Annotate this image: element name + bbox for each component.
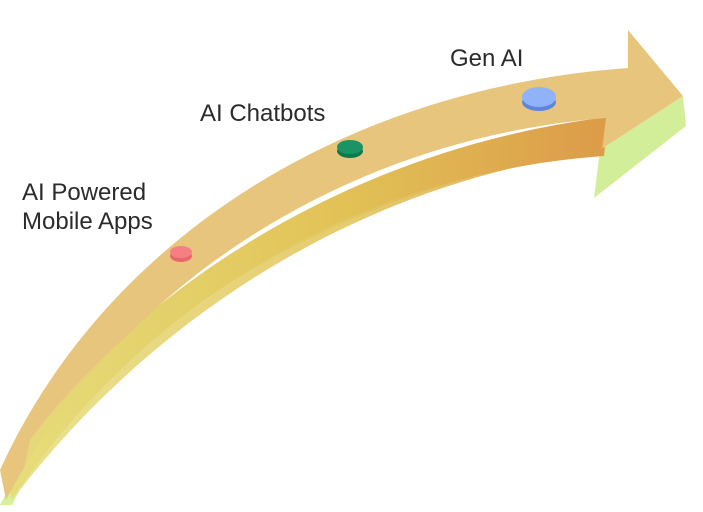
label-line-2: Mobile Apps xyxy=(22,208,153,235)
arrow-head-side-face xyxy=(594,96,686,198)
label-line-1: AI Powered xyxy=(22,179,147,206)
label-gen-ai: Gen AI xyxy=(450,45,524,72)
arrow-top-face xyxy=(0,30,683,500)
label-ai-chatbots: AI Chatbots xyxy=(200,100,326,127)
arrow-inner-strip-overlay xyxy=(20,118,606,490)
marker-gen-ai xyxy=(522,87,556,111)
label-ai-powered-mobile-apps: AI Powered Mobile Apps xyxy=(22,178,153,236)
marker-chatbots xyxy=(337,140,363,158)
marker-mobile-apps xyxy=(170,246,192,262)
